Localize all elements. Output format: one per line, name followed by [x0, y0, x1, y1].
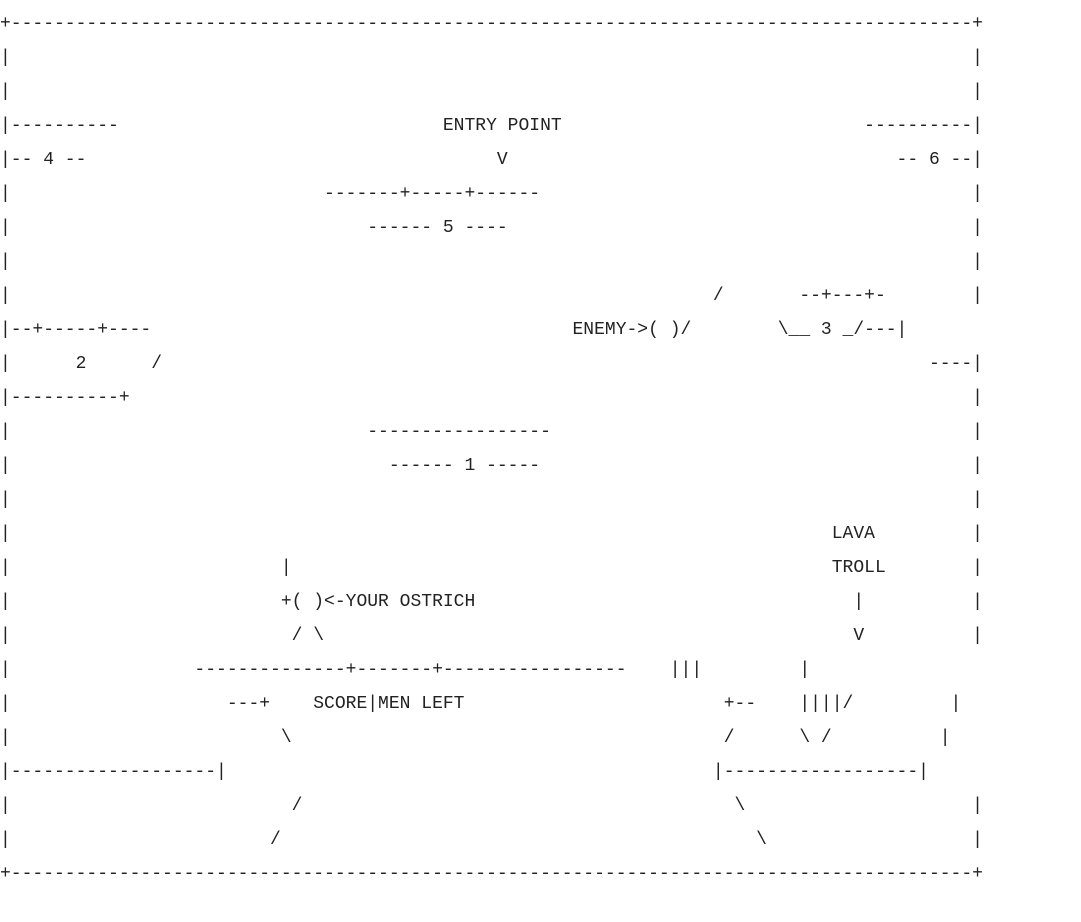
lower-slope-row: | / \ |: [0, 830, 983, 850]
blank-row: | |: [0, 82, 983, 102]
blank-row: | |: [0, 48, 983, 68]
platform-5-label-row: | ------ 5 ---- |: [0, 218, 983, 238]
enemy-row: |--+-----+---- ENEMY->( )/ \__ 3 _/---|: [0, 320, 908, 340]
lava-label-row: | LAVA |: [0, 524, 983, 544]
lower-ledges-row: |-------------------| |-----------------…: [0, 762, 929, 782]
bottom-border: +---------------------------------------…: [0, 864, 983, 884]
game-screen: +---------------------------------------…: [0, 8, 1081, 922]
entry-point-row: |---------- ENTRY POINT ----------|: [0, 116, 983, 136]
platform-1-label-row: | ------ 1 ----- |: [0, 456, 983, 476]
platform-1-top-row: | ----------------- |: [0, 422, 983, 442]
troll-label-row: | | TROLL |: [0, 558, 983, 578]
platform-5-top-row: | -------+-----+------ |: [0, 184, 983, 204]
blank-row: | |: [0, 490, 983, 510]
platform-4-6-row: |-- 4 -- V -- 6 --|: [0, 150, 983, 170]
base-platform-row: | --------------+-------+---------------…: [0, 660, 811, 680]
platform-2-label-row: | 2 / ----|: [0, 354, 983, 374]
player-ostrich-row: | +( )<-YOUR OSTRICH | |: [0, 592, 983, 612]
top-border: +---------------------------------------…: [0, 14, 983, 34]
player-legs-row: | / \ V |: [0, 626, 983, 646]
lower-slope-row: | / \ |: [0, 796, 983, 816]
base-slope-row: | \ / \ / |: [0, 728, 951, 748]
platform-2-bottom-row: |----------+ |: [0, 388, 983, 408]
blank-row: | |: [0, 252, 983, 272]
enemy-lance-row: | / --+---+- |: [0, 286, 983, 306]
score-men-left-row: | ---+ SCORE|MEN LEFT +-- ||||/ |: [0, 694, 962, 714]
